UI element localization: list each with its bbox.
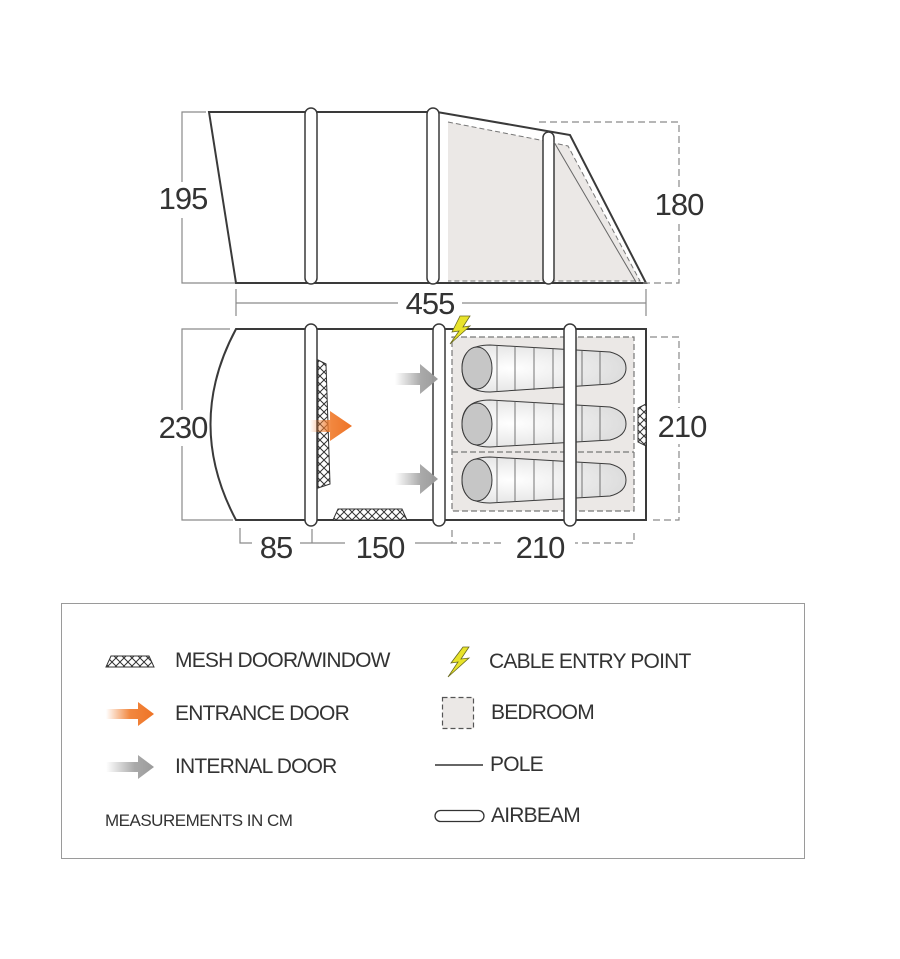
- internal-door-arrow-icon: [395, 364, 438, 394]
- legend-item-internal-door: INTERNAL DOOR: [104, 754, 337, 780]
- legend-item-entrance-door: ENTRANCE DOOR: [104, 701, 350, 727]
- legend-item-cable-entry: CABLE ENTRY POINT: [445, 646, 691, 678]
- legend-item-mesh: MESH DOOR/WINDOW: [104, 649, 390, 673]
- legend-label: INTERNAL DOOR: [175, 755, 337, 778]
- internal-door-arrow-icon: [395, 464, 438, 494]
- bedroom-width-dimension-line: [650, 336, 680, 521]
- height-right-label: 180: [655, 187, 704, 222]
- measurements-note: MEASUREMENTS IN CM: [105, 811, 293, 830]
- section-length-3: 210: [516, 530, 565, 565]
- side-view: 195 180 455: [150, 107, 708, 321]
- legend-label: POLE: [490, 753, 544, 776]
- legend-label: MESH DOOR/WINDOW: [175, 649, 390, 672]
- bedroom-width-label: 210: [658, 409, 707, 444]
- legend-label: BEDROOM: [491, 701, 595, 724]
- legend-item-airbeam: AIRBEAM: [434, 804, 581, 828]
- sleeping-bag: [461, 456, 627, 504]
- legend-label: ENTRANCE DOOR: [175, 702, 350, 725]
- sleeping-bag: [461, 344, 627, 393]
- mesh-window: [332, 508, 408, 521]
- mesh-icon: [105, 655, 155, 668]
- width-total-label: 230: [159, 410, 208, 445]
- total-length-label: 455: [406, 286, 455, 321]
- dashed-square-icon: [441, 696, 475, 730]
- airbeam-icon: [426, 107, 440, 285]
- airbeam-icon: [304, 107, 318, 285]
- legend: MESH DOOR/WINDOW ENTRANCE DOOR INTERNAL …: [61, 603, 805, 859]
- legend-label: AIRBEAM: [491, 804, 581, 827]
- section-length-1: 85: [260, 530, 292, 565]
- airbeam-icon: [542, 131, 555, 285]
- tent-diagram: 195 180 455 230: [150, 107, 712, 565]
- legend-item-bedroom: BEDROOM: [441, 696, 595, 730]
- airbeam-icon: [563, 323, 577, 527]
- legend-item-pole: POLE: [434, 753, 544, 777]
- sleeping-bag: [461, 399, 627, 448]
- mesh-window: [637, 403, 647, 447]
- grey-arrow-icon: [106, 755, 154, 779]
- orange-arrow-icon: [106, 702, 154, 726]
- airbeam-icon: [432, 323, 446, 527]
- legend-label: CABLE ENTRY POINT: [489, 650, 691, 673]
- capsule-icon: [434, 809, 485, 823]
- lightning-bolt-icon: [447, 646, 471, 678]
- cable-entry-bolt-icon: [449, 315, 472, 345]
- line-icon: [435, 764, 483, 766]
- floor-plan: 230: [150, 315, 712, 565]
- entrance-door-arrow-icon: [310, 411, 352, 441]
- section-length-2: 150: [356, 530, 405, 565]
- height-left-label: 195: [159, 181, 208, 216]
